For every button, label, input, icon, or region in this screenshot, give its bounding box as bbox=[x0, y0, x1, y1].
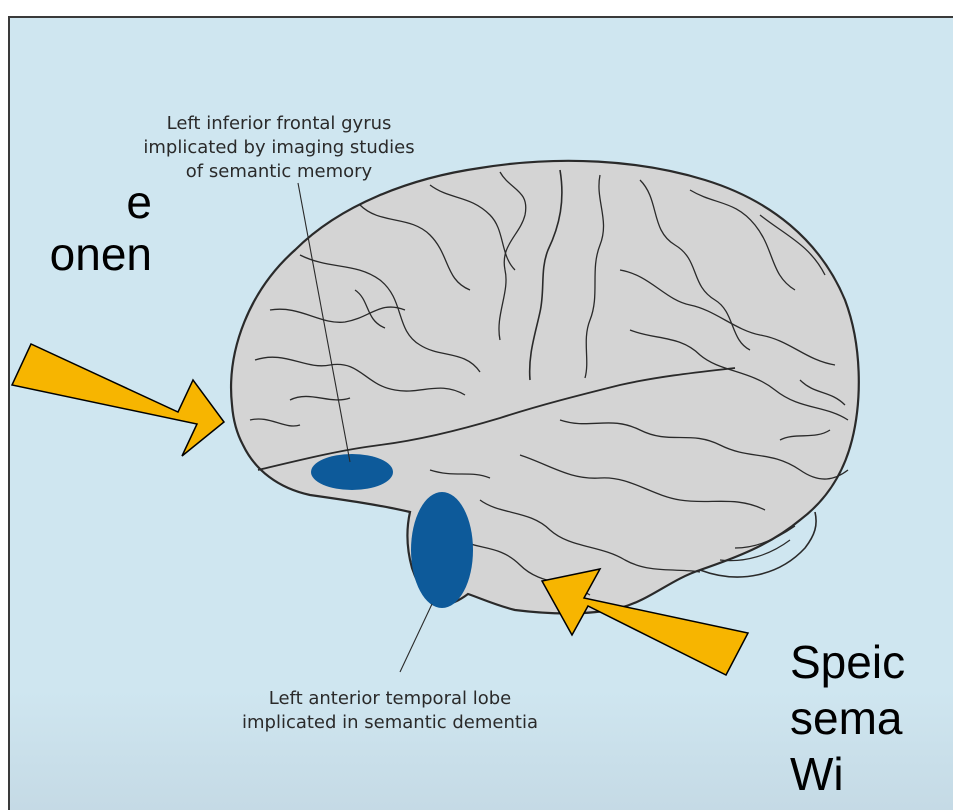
temporal-leader-line bbox=[400, 604, 432, 672]
slide-text-right-line-3: Wi bbox=[790, 746, 950, 802]
slide-text-left: e onen bbox=[0, 176, 152, 280]
temporal-caption-line-1: Left anterior temporal lobe bbox=[150, 687, 630, 711]
brain-outline bbox=[231, 161, 859, 614]
arrow-left-icon bbox=[12, 344, 224, 456]
slide-text-left-line-1: e bbox=[0, 176, 152, 228]
slide-text-right-line-1: Speic bbox=[790, 634, 950, 690]
frontal-caption-line-2: implicated by imaging studies bbox=[64, 136, 494, 160]
temporal-lobe-caption: Left anterior temporal lobe implicated i… bbox=[150, 687, 630, 735]
slide-text-right-line-2: sema bbox=[790, 690, 950, 746]
frontal-caption-line-1: Left inferior frontal gyrus bbox=[64, 112, 494, 136]
temporal-lobe-region bbox=[411, 492, 473, 608]
frontal-gyrus-caption: Left inferior frontal gyrus implicated b… bbox=[64, 112, 494, 184]
slide-text-left-line-2: onen bbox=[0, 228, 152, 280]
frontal-gyrus-region bbox=[311, 454, 393, 490]
temporal-caption-line-2: implicated in semantic dementia bbox=[150, 711, 630, 735]
slide-text-right: Speic sema Wi bbox=[790, 634, 950, 810]
